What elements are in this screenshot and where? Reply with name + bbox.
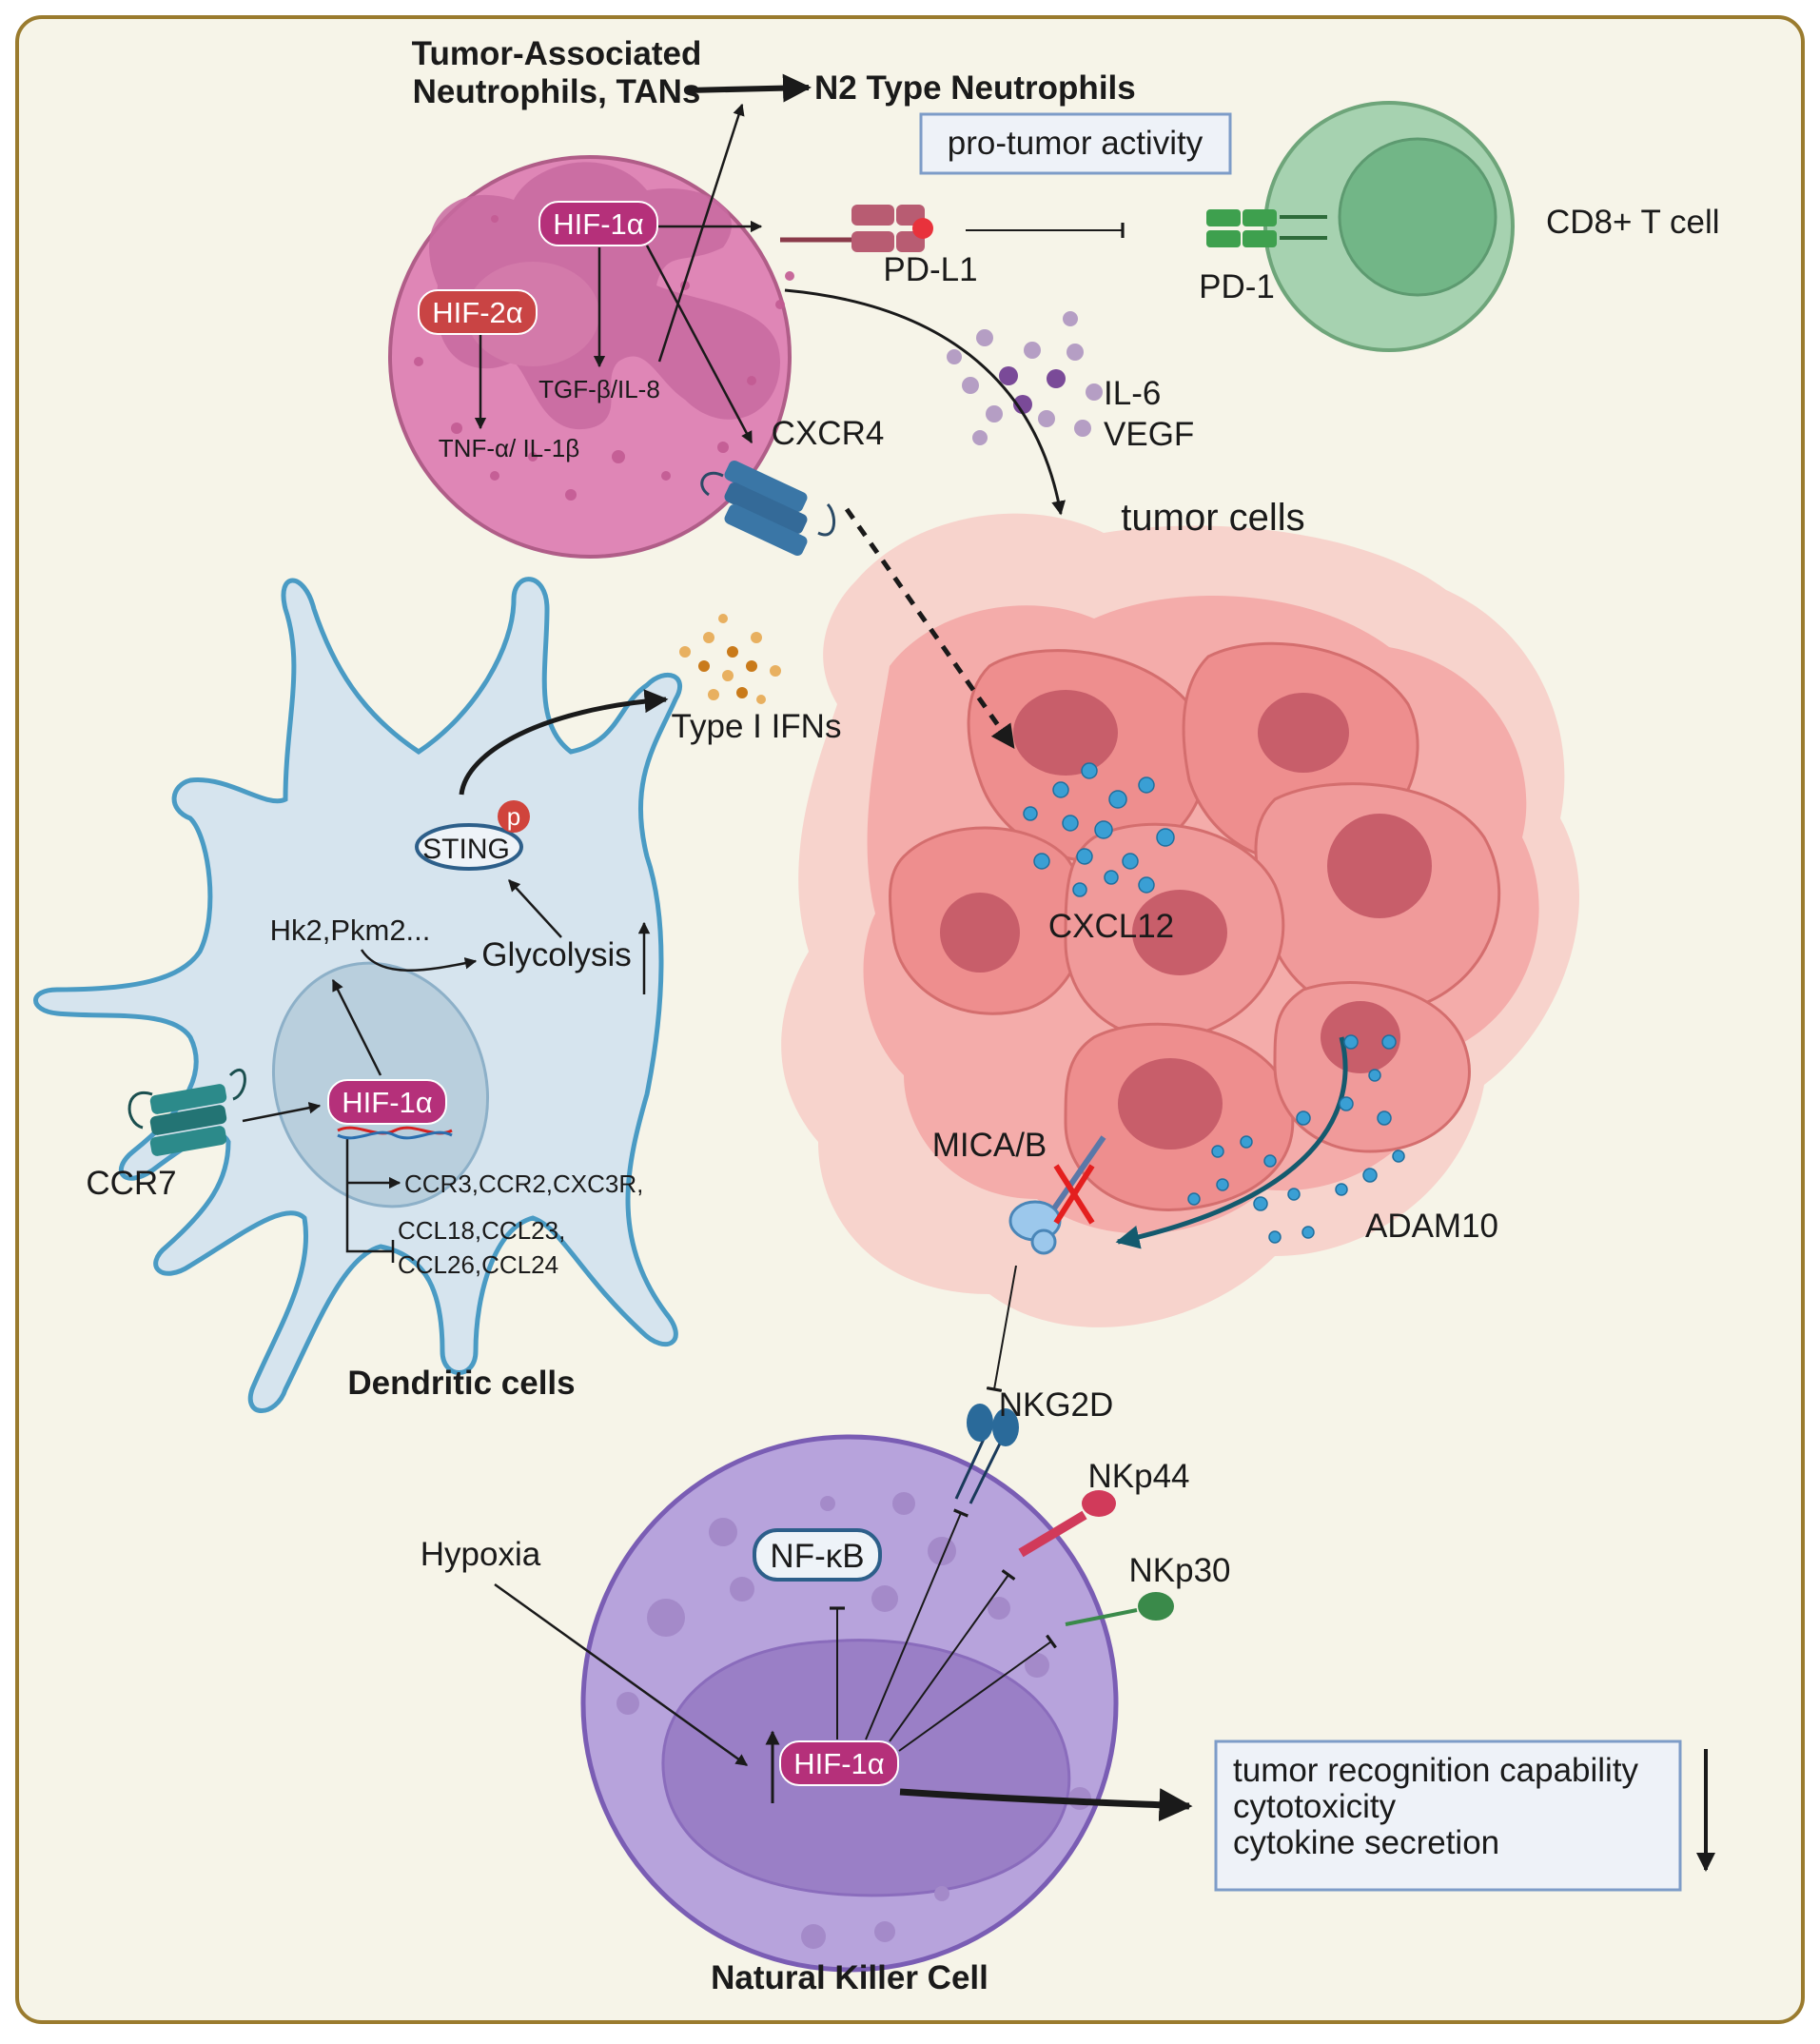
cytokine-dots bbox=[947, 311, 1103, 445]
sting-protein: STING p bbox=[415, 800, 530, 871]
mica-ligand bbox=[1008, 1135, 1106, 1255]
adam10-label: ADAM10 bbox=[1365, 1208, 1498, 1245]
svg-text:HIF-1α: HIF-1α bbox=[793, 1747, 885, 1780]
neutrophil-hif1a-pill: HIF-1α bbox=[538, 201, 658, 246]
cxcr4-label: CXCR4 bbox=[772, 415, 885, 452]
cxcl12-dots bbox=[1023, 762, 1175, 897]
adam10-arrow bbox=[1115, 1036, 1348, 1249]
n2-title: N2 Type Neutrophils bbox=[814, 69, 1136, 107]
pd1-receptor bbox=[1206, 209, 1327, 247]
cd8-t-cell bbox=[1263, 101, 1515, 352]
type1-ifn-label: Type I IFNs bbox=[672, 708, 842, 745]
pd1-label: PD-1 bbox=[1199, 268, 1275, 305]
dendritic-arrows bbox=[242, 879, 651, 1253]
svg-text:p: p bbox=[507, 802, 520, 831]
ccl-line2-label: CCL26,CCL24 bbox=[398, 1250, 558, 1279]
tgf-label: TGF-β/IL-8 bbox=[538, 375, 660, 403]
pdl1-label: PD-L1 bbox=[883, 251, 977, 288]
neutrophil-cell bbox=[388, 155, 794, 559]
hk2-label: Hk2,Pkm2... bbox=[270, 914, 431, 947]
ccr-list-label: CCR3,CCR2,CXC3R, bbox=[404, 1169, 643, 1198]
svg-text:HIF-2α: HIF-2α bbox=[432, 296, 523, 329]
hypoxia-label: Hypoxia bbox=[421, 1536, 541, 1573]
nkp44-label: NKp44 bbox=[1087, 1458, 1189, 1495]
dendritic-hif1a-pill: HIF-1α bbox=[327, 1079, 453, 1140]
nk-title: Natural Killer Cell bbox=[711, 1959, 988, 1996]
cxcr4-to-cxcl12-arrow bbox=[844, 507, 1016, 750]
effect-item: tumor recognition capability bbox=[1233, 1752, 1639, 1789]
svg-text:pro-tumor activity: pro-tumor activity bbox=[948, 125, 1204, 162]
cleavage-x-icon bbox=[1053, 1164, 1095, 1225]
il6-label: IL-6 bbox=[1104, 375, 1161, 412]
ccr7-receptor bbox=[127, 1068, 246, 1156]
svg-text:NF-κB: NF-κB bbox=[770, 1538, 864, 1575]
ccl-line1-label: CCL18,CCL23, bbox=[398, 1216, 565, 1245]
svg-text:HIF-1α: HIF-1α bbox=[342, 1086, 433, 1119]
dendritic-title: Dendritic cells bbox=[347, 1365, 575, 1402]
type1-ifn-dots bbox=[679, 614, 781, 704]
nk-inhibit-lines bbox=[830, 1508, 1057, 1752]
nkp30-receptor bbox=[1065, 1592, 1174, 1626]
cd8-label: CD8+ T cell bbox=[1546, 204, 1720, 241]
effect-item: cytotoxicity bbox=[1233, 1788, 1397, 1825]
nk-effects-box: tumor recognition capability cytotoxicit… bbox=[1214, 1739, 1682, 1892]
neutrophil-to-tumor-arrow bbox=[784, 288, 1067, 516]
sting-to-ifn-arrow bbox=[459, 689, 669, 796]
adam10-dots bbox=[1187, 1034, 1405, 1244]
cxcr4-receptor bbox=[700, 460, 836, 557]
pro-tumor-box: pro-tumor activity bbox=[919, 112, 1232, 175]
hypoxia-arrow bbox=[494, 1582, 749, 1767]
tan-to-n2-arrow bbox=[686, 73, 812, 103]
svg-text:HIF-1α: HIF-1α bbox=[553, 207, 644, 241]
neutrophil-hif2a-pill: HIF-2α bbox=[418, 289, 538, 335]
vegf-label: VEGF bbox=[1104, 416, 1194, 453]
nkg2d-receptor bbox=[954, 1404, 1019, 1504]
tan-label-line2: Neutrophils, TANs bbox=[413, 73, 701, 110]
nk-effect-arrow bbox=[899, 1788, 1193, 1822]
effect-item: cytokine secretion bbox=[1233, 1824, 1499, 1861]
ccr7-label: CCR7 bbox=[86, 1165, 176, 1202]
cxcl12-label: CXCL12 bbox=[1048, 908, 1174, 945]
mica-inhibit-line bbox=[986, 1265, 1017, 1392]
tumor-title: tumor cells bbox=[1121, 497, 1304, 539]
pdl1-receptor bbox=[780, 205, 933, 252]
neutrophil-arrows bbox=[474, 103, 763, 444]
glycolysis-label: Glycolysis bbox=[481, 936, 632, 973]
nfkb-box: NF-κB bbox=[753, 1528, 882, 1582]
svg-text:STING: STING bbox=[422, 834, 510, 865]
tnf-label: TNF-α/ IL-1β bbox=[439, 434, 579, 462]
mica-label: MICA/B bbox=[932, 1127, 1047, 1164]
nk-cell bbox=[580, 1434, 1119, 1973]
nk-hif1a-pill: HIF-1α bbox=[779, 1740, 899, 1786]
nkp30-label: NKp30 bbox=[1128, 1552, 1230, 1589]
phospho-icon bbox=[498, 800, 530, 833]
nkg2d-label: NKG2D bbox=[999, 1386, 1114, 1424]
tan-label-line1: Tumor-Associated bbox=[412, 35, 702, 72]
nkp44-receptor bbox=[1018, 1490, 1116, 1558]
